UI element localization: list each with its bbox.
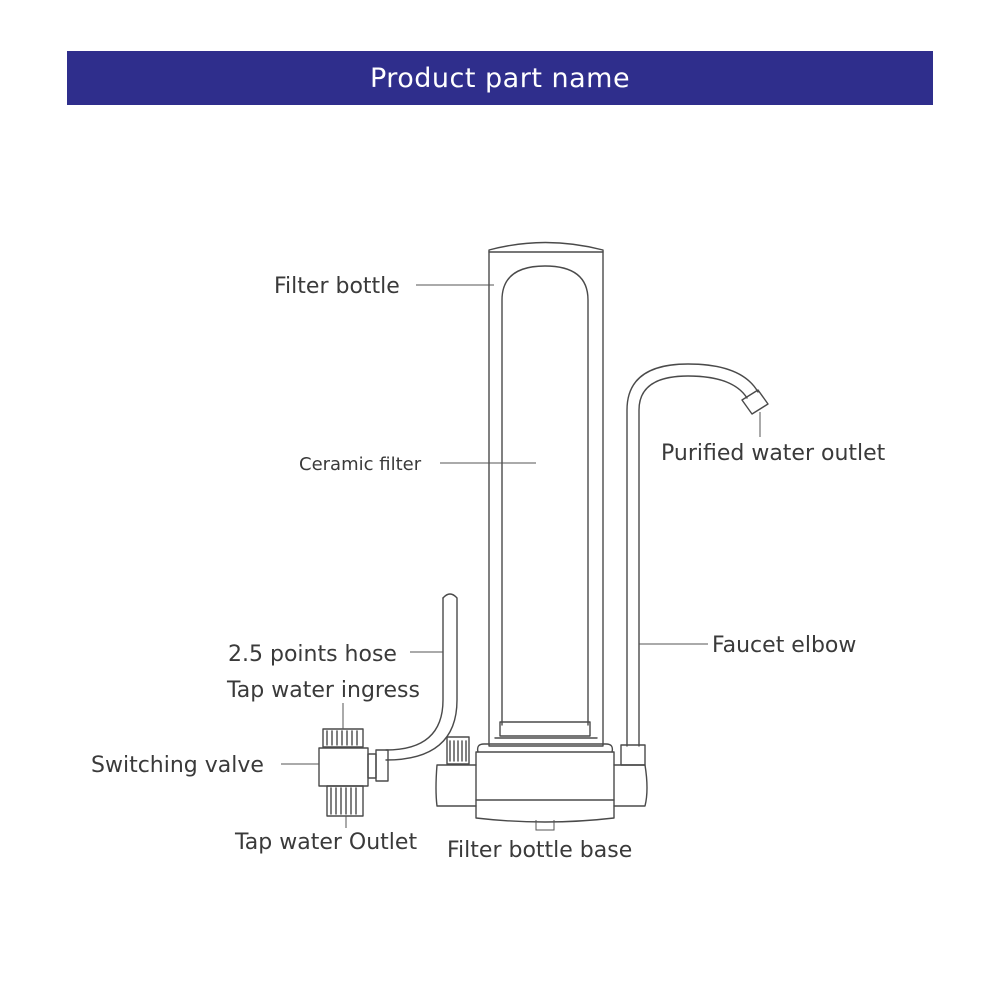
leader-base [535, 820, 555, 831]
label-switching-valve: Switching valve [91, 753, 264, 778]
hose [385, 593, 458, 761]
label-tap-water-outlet: Tap water Outlet [234, 830, 417, 855]
label-ceramic-filter: Ceramic filter [299, 454, 422, 475]
label-filter-bottle-base: Filter bottle base [447, 838, 632, 863]
label-purified-water-outlet: Purified water outlet [661, 441, 886, 466]
ceramic-filter [494, 265, 598, 739]
filter-bottle [488, 241, 604, 747]
label-hose: 2.5 points hose [228, 642, 397, 667]
label-tap-water-ingress: Tap water ingress [226, 678, 420, 703]
faucet-elbow [620, 363, 769, 766]
label-filter-bottle: Filter bottle [274, 274, 400, 299]
header-bar: Product part name [67, 51, 933, 105]
filter-bottle-base [435, 743, 648, 823]
page-title: Product part name [369, 62, 631, 94]
switching-valve [318, 728, 389, 817]
label-faucet-elbow: Faucet elbow [712, 633, 856, 658]
inlet-connector [446, 736, 470, 765]
